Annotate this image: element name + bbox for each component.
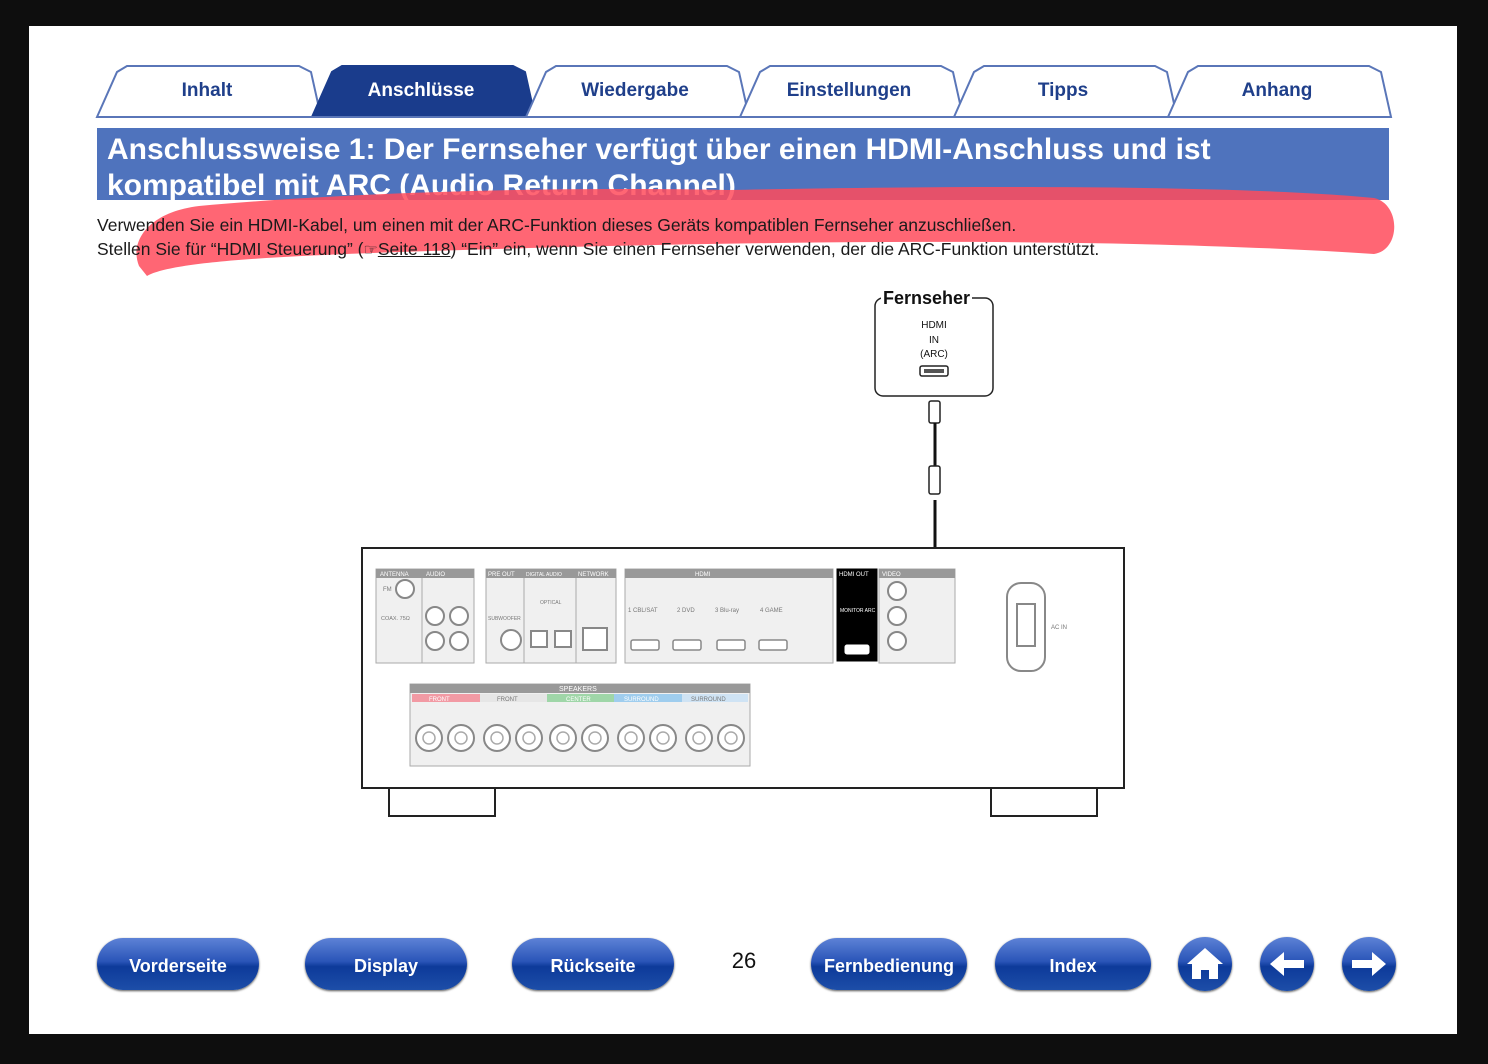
label-hdmi-input-4: 4 GAME — [760, 608, 783, 614]
intro-line-2-end: ) “Ein” ein, wenn Sie einen Fernseher ve… — [450, 239, 1100, 259]
section-title-bar: Anschlussweise 1: Der Fernseher verfügt … — [97, 128, 1389, 202]
hdmi-input-panel — [624, 568, 834, 664]
label-hdmi-input-1: 1 CBL/SAT — [628, 608, 658, 614]
label-speakers: SPEAKERS — [559, 686, 597, 693]
section-title: Anschlussweise 1: Der Fernseher verfügt … — [107, 132, 1377, 204]
hdmi-cable-lower — [873, 500, 937, 652]
label-hdmi-input-3: 3 Blu-ray — [715, 608, 739, 614]
forward-button[interactable] — [1342, 937, 1396, 991]
tab-tipps[interactable]: Tipps — [1037, 80, 1089, 101]
vorderseite-button[interactable]: Vorderseite — [97, 938, 259, 990]
label-monitor-arc: MONITOR ARC — [840, 608, 876, 614]
receiver-foot-left — [388, 787, 496, 817]
label-speaker-surround-2: SURROUND — [691, 697, 726, 703]
label-speaker-center: CENTER — [566, 697, 591, 703]
tv-port-label-1: HDMI — [921, 320, 947, 331]
receiver-foot-right — [990, 787, 1098, 817]
tab-anschluesse[interactable]: Anschlüsse — [367, 80, 475, 101]
label-hdmi-out: HDMI OUT — [839, 572, 869, 578]
section-title-line2: kompatibel mit ARC (Audio Return Channel… — [107, 169, 736, 202]
home-button[interactable] — [1178, 937, 1232, 991]
manual-page: Inhalt Anschlüsse Wiedergabe Einstellung… — [29, 26, 1457, 1034]
ac-inlet — [1006, 582, 1046, 672]
label-hdmi: HDMI — [695, 572, 711, 578]
speaker-terminals-panel — [409, 683, 751, 767]
label-hdmi-input-2: 2 DVD — [677, 608, 695, 614]
page-number: 26 — [731, 948, 757, 973]
label-subwoofer: SUBWOOFER — [488, 616, 521, 622]
index-button[interactable]: Index — [995, 938, 1151, 990]
label-speaker-front-2: FRONT — [497, 697, 518, 703]
tv-box — [874, 297, 994, 397]
tab-wiedergabe[interactable]: Wiedergabe — [581, 80, 689, 101]
tv-port-label-3: (ARC) — [920, 349, 948, 360]
intro-text: Verwenden Sie ein HDMI-Kabel, um einen m… — [97, 213, 1099, 263]
intro-line-1: Verwenden Sie ein HDMI-Kabel, um einen m… — [97, 215, 1017, 235]
label-video: VIDEO — [882, 572, 901, 578]
intro-line-2-start: Stellen Sie für “HDMI Steuerung” ( — [97, 239, 364, 259]
tab-anhang[interactable]: Anhang — [1241, 80, 1313, 101]
fernbedienung-button[interactable]: Fernbedienung — [811, 938, 967, 990]
tab-inhalt[interactable]: Inhalt — [181, 80, 233, 101]
tv-port-label-2: IN — [929, 335, 939, 346]
arrow-left-icon — [1270, 952, 1304, 976]
label-network: NETWORK — [578, 572, 609, 578]
label-ac-in: AC IN — [1051, 625, 1067, 631]
display-button[interactable]: Display — [305, 938, 467, 990]
label-pre-out: PRE OUT — [488, 572, 515, 578]
label-coax: COAX. 75Ω — [381, 616, 410, 622]
hdmi-plug-top — [928, 400, 941, 424]
tv-label: Fernseher — [881, 288, 973, 309]
label-speaker-front-1: FRONT — [429, 697, 450, 703]
label-fm: FM — [383, 587, 392, 593]
label-antenna: ANTENNA — [380, 572, 409, 578]
label-optical: OPTICAL — [540, 600, 562, 606]
home-icon — [1187, 948, 1223, 979]
back-button[interactable] — [1260, 937, 1314, 991]
label-speaker-surround-1: SURROUND — [624, 697, 659, 703]
rueckseite-button[interactable]: Rückseite — [512, 938, 674, 990]
arrow-right-icon — [1352, 952, 1386, 976]
tv-hdmi-port — [919, 365, 949, 377]
hdmi-out-panel — [836, 568, 878, 662]
hand-pointer-icon: ☞ — [363, 242, 378, 259]
label-digital-audio: DIGITAL AUDIO — [526, 572, 562, 578]
section-title-line1: Anschlussweise 1: Der Fernseher verfügt … — [107, 133, 1211, 166]
label-audio: AUDIO — [426, 572, 445, 578]
page-reference-link[interactable]: Seite 118 — [377, 239, 451, 259]
tab-bar — [95, 65, 1393, 118]
tab-einstellungen[interactable]: Einstellungen — [786, 80, 912, 101]
receiver-body — [361, 547, 1125, 789]
intro-line-2: Stellen Sie für “HDMI Steuerung” (☞Seite… — [97, 237, 1099, 263]
hdmi-plug-middle — [928, 465, 941, 495]
